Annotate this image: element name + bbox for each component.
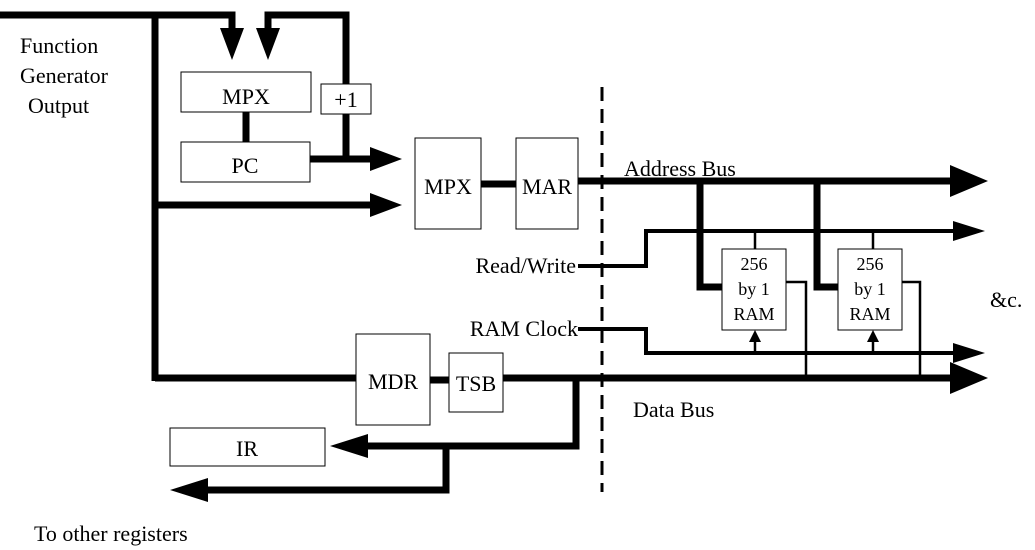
ram-chip-2: 256 by 1 RAM: [837, 248, 903, 331]
mdr-block: MDR: [355, 333, 431, 426]
svg-text:256: 256: [741, 254, 768, 274]
ram-data-lines: [786, 280, 922, 378]
svg-text:Generator: Generator: [20, 63, 109, 88]
read-write-line: [578, 221, 985, 268]
svg-text:+1: +1: [334, 87, 357, 112]
read-write-label: Read/Write: [475, 253, 576, 278]
data-bus-label: Data Bus: [633, 397, 714, 422]
svg-text:MPX: MPX: [222, 84, 270, 109]
pc-block: PC: [180, 141, 311, 183]
plus-one-block: +1: [320, 83, 372, 115]
svg-text:MAR: MAR: [522, 174, 572, 199]
ir-block: IR: [169, 427, 326, 467]
mpx-top-block: MPX: [180, 71, 312, 113]
address-bus-line: [481, 165, 988, 291]
svg-text:Function: Function: [20, 33, 98, 58]
ram-chip-1: 256 by 1 RAM: [721, 248, 787, 331]
tsb-block: TSB: [448, 352, 504, 413]
svg-text:IR: IR: [236, 436, 258, 461]
svg-text:by 1: by 1: [738, 279, 770, 299]
address-bus-label: Address Bus: [624, 156, 736, 181]
svg-text:TSB: TSB: [456, 371, 496, 396]
svg-text:PC: PC: [232, 153, 259, 178]
function-generator-label: Function Generator Output: [20, 33, 109, 118]
svg-text:256: 256: [857, 254, 884, 274]
ram-clock-line: [578, 327, 985, 363]
function-generator-bus: [0, 11, 402, 382]
ram-clock-label: RAM Clock: [470, 316, 578, 341]
svg-text:RAM: RAM: [733, 304, 774, 324]
mar-block: MAR: [515, 137, 579, 230]
svg-text:MPX: MPX: [424, 174, 472, 199]
svg-text:Output: Output: [28, 93, 89, 118]
pc-increment-loop: [242, 11, 402, 171]
to-other-registers-label: To other registers: [34, 521, 188, 546]
data-bus-line: [170, 362, 988, 502]
svg-text:MDR: MDR: [368, 369, 418, 394]
mpx-mid-block: MPX: [414, 137, 482, 230]
svg-text:RAM: RAM: [849, 304, 890, 324]
etc-label: &c.: [990, 287, 1022, 312]
svg-text:by 1: by 1: [854, 279, 886, 299]
